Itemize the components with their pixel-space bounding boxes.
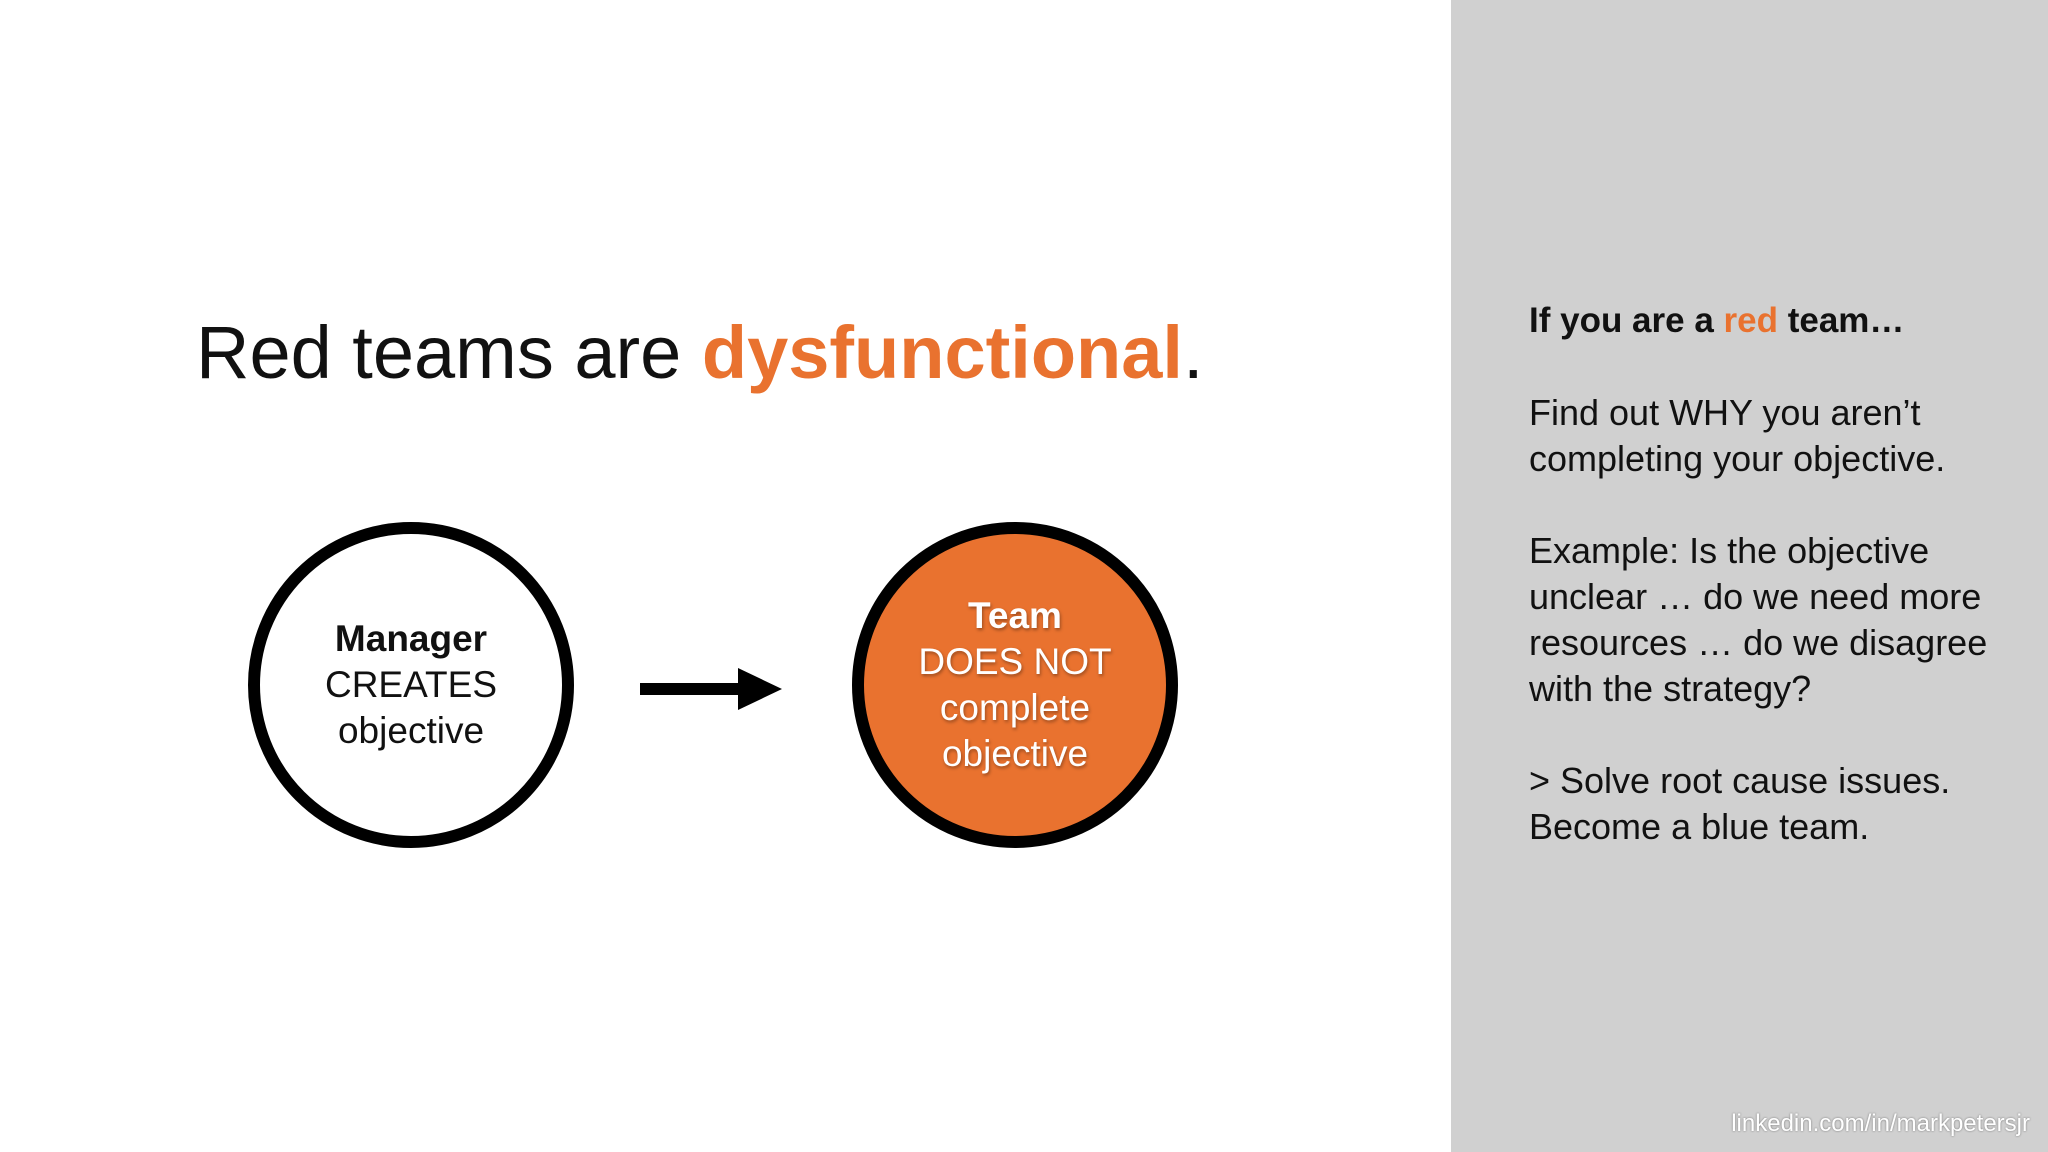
manager-object: objective bbox=[337, 710, 485, 751]
sidebar-paragraph-solution: > Solve root cause issues. Become a blue… bbox=[1529, 758, 2029, 850]
team-label: Team bbox=[968, 595, 1062, 636]
footer-link[interactable]: linkedin.com/in/markpetersjr bbox=[1731, 1110, 2030, 1137]
manager-circle: Manager CREATES objective bbox=[248, 522, 574, 848]
title-highlight: dysfunctional bbox=[701, 311, 1183, 394]
sidebar-heading-highlight: red bbox=[1723, 301, 1778, 340]
sidebar-paragraph-example: Example: Is the objective unclear … do w… bbox=[1529, 530, 1988, 709]
team-negation: DOES NOT bbox=[918, 641, 1112, 682]
title-suffix: . bbox=[1182, 311, 1204, 394]
sidebar-heading: If you are a red team… bbox=[1529, 298, 2029, 344]
sidebar-solution-line2: Become a blue team. bbox=[1529, 806, 1870, 847]
team-action: complete bbox=[939, 687, 1091, 728]
sidebar-heading-suffix: team… bbox=[1778, 301, 1905, 340]
sidebar-paragraph-why: Find out WHY you aren’t completing your … bbox=[1529, 392, 1946, 479]
manager-action: CREATES bbox=[324, 664, 497, 705]
sidebar-solution-line1: > Solve root cause issues. bbox=[1529, 760, 1951, 801]
title-prefix: Red teams are bbox=[196, 311, 702, 394]
sidebar-panel: If you are a red team… Find out WHY you … bbox=[1451, 0, 2048, 1152]
right-arrow-icon bbox=[640, 668, 782, 710]
manager-label: Manager bbox=[334, 618, 488, 659]
team-object: objective bbox=[941, 733, 1089, 774]
sidebar-heading-prefix: If you are a bbox=[1529, 301, 1724, 340]
slide-title: Red teams are dysfunctional. bbox=[196, 308, 1204, 398]
team-circle: Team DOES NOT complete objective bbox=[852, 522, 1178, 848]
